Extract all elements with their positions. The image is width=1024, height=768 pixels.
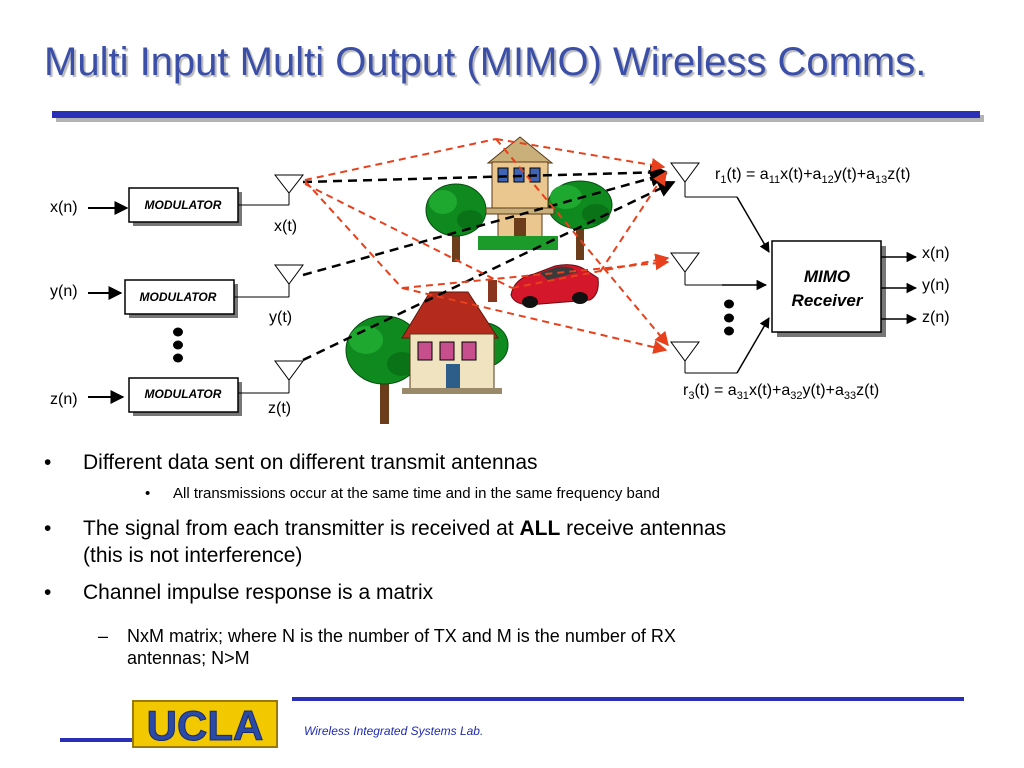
bullet-text: Channel impulse response is a matrix — [83, 581, 434, 604]
equation-r1: r1(t) = a11x(t)+a12y(t)+a13z(t) — [715, 166, 910, 186]
receiver-label-line2: Receiver — [792, 291, 864, 310]
house-icon — [401, 280, 502, 394]
modulator-label-z: MODULATOR — [145, 387, 222, 401]
tx-chain-y: y(n) MODULATOR y(t) — [50, 279, 292, 326]
antenna-icon — [670, 341, 737, 374]
slide-title: Multi Input Multi Output (MIMO) Wireless… — [44, 40, 927, 84]
modulator-block-z — [128, 377, 239, 413]
dash-marker: – — [98, 626, 109, 646]
reflected-paths — [304, 138, 670, 354]
sub-bullet-text: All transmissions occur at the same time… — [173, 485, 660, 502]
bullet-dot: • — [44, 581, 52, 604]
tx-signal-z: z(t) — [268, 400, 291, 417]
bullet-dot: • — [44, 517, 52, 540]
bullet-text-line2: (this is not interference) — [83, 544, 303, 567]
tx-signal-x: x(t) — [274, 218, 297, 235]
lab-name: Wireless Integrated Systems Lab. — [304, 724, 484, 738]
mimo-diagram: x(n) MODULATOR x(t) y(n) MODULATOR y(t) … — [50, 136, 950, 424]
input-symbol-x: x(n) — [50, 199, 78, 216]
modulator-label-x: MODULATOR — [145, 198, 222, 212]
bullet-dot: • — [145, 485, 151, 502]
input-symbol-z: z(n) — [50, 391, 78, 408]
rx-ellipsis-dots — [724, 299, 734, 336]
tx-chain-z: z(n) MODULATOR z(t) — [50, 377, 291, 417]
equation-r3: r3(t) = a31x(t)+a32y(t)+a33z(t) — [683, 382, 879, 402]
bullet-dot: • — [44, 451, 52, 474]
tx-signal-y: y(t) — [269, 309, 292, 326]
svg-text:UCLA: UCLA — [147, 702, 264, 746]
output-symbol-z: z(n) — [922, 309, 950, 326]
input-symbol-y: y(n) — [50, 283, 78, 300]
tree-icon — [425, 183, 487, 262]
title-rule — [52, 111, 980, 118]
footer-rule — [292, 697, 964, 701]
modulator-label-y: MODULATOR — [140, 290, 217, 304]
output-symbol-x: x(n) — [922, 245, 950, 262]
receiver-label-line1: MIMO — [804, 267, 850, 286]
tx-ellipsis-dots — [173, 327, 183, 363]
dash-bullet-text-line2: antennas; N>M — [127, 648, 250, 668]
antenna-icon — [274, 264, 304, 285]
mimo-receiver-block: MIMO Receiver — [771, 240, 886, 337]
tx-chain-x: x(n) MODULATOR x(t) — [50, 187, 297, 235]
title-rule-shadow — [56, 115, 984, 122]
antenna-icon — [273, 174, 305, 194]
emphasis-all: ALL — [519, 517, 561, 540]
dash-bullet-text: NxM matrix; where N is the number of TX … — [127, 626, 676, 646]
antenna-icon — [670, 252, 722, 286]
house-icon — [478, 136, 558, 250]
output-symbol-y: y(n) — [922, 277, 950, 294]
direct-paths — [302, 163, 676, 362]
bullet-text: The signal from each transmitter is rece… — [83, 517, 727, 540]
antenna-icon — [670, 162, 737, 198]
bullet-text: Different data sent on different transmi… — [83, 451, 538, 474]
ucla-logo: UCLA — [132, 700, 278, 748]
footer-left-rule — [60, 738, 138, 742]
antenna-icon — [274, 360, 304, 381]
